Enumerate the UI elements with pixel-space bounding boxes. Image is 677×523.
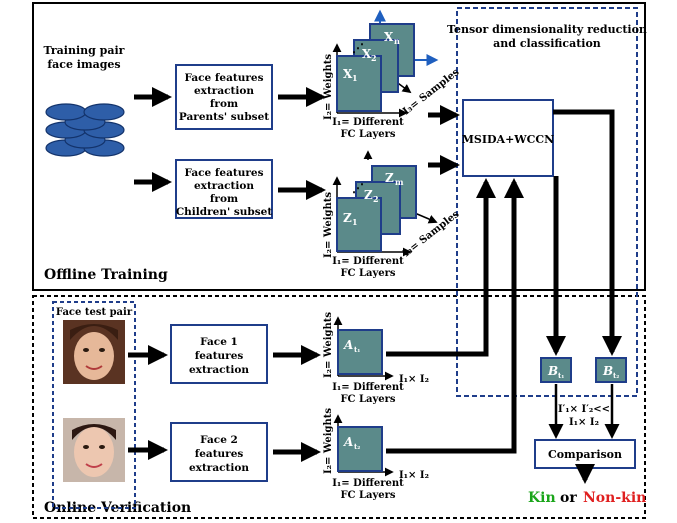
children-box-line: extraction	[194, 180, 254, 192]
b1-label: B	[547, 364, 558, 378]
b1-sub: t₁	[558, 371, 564, 380]
axis-layers-label-1: I₁= Different	[332, 478, 404, 489]
tensor-panel-title-1: Tensor dimensionality reduction	[447, 23, 647, 36]
face2-box-line: features	[195, 448, 244, 460]
axis-layers-label-2: FC Layers	[340, 268, 395, 279]
tensor-slice-sub: 2	[373, 194, 379, 204]
dots-icon: ⋰	[352, 41, 364, 55]
result-kin: Kin	[528, 490, 556, 506]
axis-weights-label: I₂= Weights	[323, 408, 334, 474]
product-label: I₁× I₂	[399, 470, 429, 481]
tensor-slice-label: X	[362, 47, 372, 61]
axis-layers-label-2: FC Layers	[340, 129, 395, 140]
online-verification-label: Online Verification	[44, 500, 191, 516]
face-1-photo	[63, 320, 125, 384]
reduced-dims-label-2: I₁× I₂	[569, 417, 599, 428]
arrow-a1-to-msida	[386, 178, 496, 357]
result-or: or	[560, 490, 577, 506]
face-test-pair-label: Face test pair	[56, 307, 133, 318]
face2-feature-extraction-box	[170, 422, 268, 482]
child-tensor-z: ⋰ Z m Z 2 Z 1	[332, 150, 438, 257]
face2-box-line: Face 2	[200, 434, 238, 446]
msida-wccn-box	[462, 99, 554, 177]
product-label: I₁× I₂	[399, 374, 429, 385]
face1-box-line: features	[195, 350, 244, 362]
parents-box-line: from	[210, 98, 238, 110]
a2-label: A	[343, 435, 353, 449]
axis-weights-label: I₂= Weights	[323, 192, 334, 258]
offline-training-frame	[32, 2, 646, 291]
b2-label: B	[602, 364, 613, 378]
tensor-slice-label: X	[384, 30, 394, 44]
training-pair-label-2: face images	[47, 58, 120, 71]
tensor-slice-label: Z	[385, 171, 394, 185]
tensor-slice-label: Z	[364, 188, 373, 202]
parents-feature-extraction-box	[175, 64, 273, 130]
parents-box-line: Parents' subset	[179, 111, 269, 123]
children-box-line: from	[210, 193, 238, 205]
axis-weights-label: I₂= Weights	[323, 312, 334, 378]
reduced-dims-label-1: I′₁× I′₂<<	[558, 404, 610, 415]
msida-wccn-label: MSIDA+WCCN	[462, 133, 554, 146]
axis-layers-label-1: I₁= Different	[332, 256, 404, 267]
tensor-slice-sub: 1	[352, 217, 358, 227]
children-box-line: Children' subset	[176, 206, 273, 218]
a2-sub: t₂	[354, 442, 360, 451]
tensor-slice-sub: n	[394, 36, 400, 46]
result-nonkin: Non-kin	[583, 490, 646, 506]
arrow-msida-to-b2	[553, 109, 622, 356]
face1-feature-extraction-box	[170, 324, 268, 384]
tensor-slice-label: X	[343, 67, 353, 81]
tensor-panel-title-2: and classification	[493, 37, 601, 50]
arrow-a2-to-msida	[386, 178, 524, 454]
face1-box-line: extraction	[189, 364, 249, 376]
tensor-slice-sub: m	[395, 177, 404, 187]
parent-tensor-x: ⋰ X n X 2 X 1	[332, 9, 439, 118]
face1-box-line: Face 1	[200, 336, 238, 348]
dots-icon: ⋰	[352, 181, 364, 195]
face2-box-line: extraction	[189, 462, 249, 474]
children-box-line: Face features	[184, 167, 263, 179]
a1-matrix	[333, 316, 394, 381]
parents-box-line: extraction	[194, 85, 254, 97]
axis-layers-label-1: I₁= Different	[332, 117, 404, 128]
tensor-panel-frame	[456, 7, 638, 397]
b1-box	[540, 357, 572, 383]
database-icon	[45, 103, 125, 157]
axis-layers-label-2: FC Layers	[340, 490, 395, 501]
online-verification-frame	[32, 295, 646, 519]
comparison-label: Comparison	[548, 448, 622, 461]
comparison-box	[534, 439, 636, 469]
face-test-pair-frame	[52, 301, 136, 509]
a1-label: A	[343, 338, 353, 352]
tensor-slice-sub: 2	[371, 53, 377, 63]
children-feature-extraction-box	[175, 159, 273, 219]
axis-layers-label-2: FC Layers	[340, 394, 395, 405]
axis-weights-label: I₂= Weights	[323, 54, 334, 120]
offline-training-label: Offline Training	[44, 267, 168, 283]
parents-box-line: Face features	[184, 72, 263, 84]
b2-sub: t₂	[613, 371, 619, 380]
a1-sub: t₁	[354, 345, 360, 354]
tensor-slice-sub: 1	[352, 73, 358, 83]
face-2-photo	[63, 418, 125, 482]
axis-layers-label-1: I₁= Different	[332, 382, 404, 393]
b2-box	[595, 357, 627, 383]
a2-matrix	[333, 414, 394, 477]
training-pair-label-1: Training pair	[44, 44, 125, 57]
tensor-slice-label: Z	[343, 211, 352, 225]
